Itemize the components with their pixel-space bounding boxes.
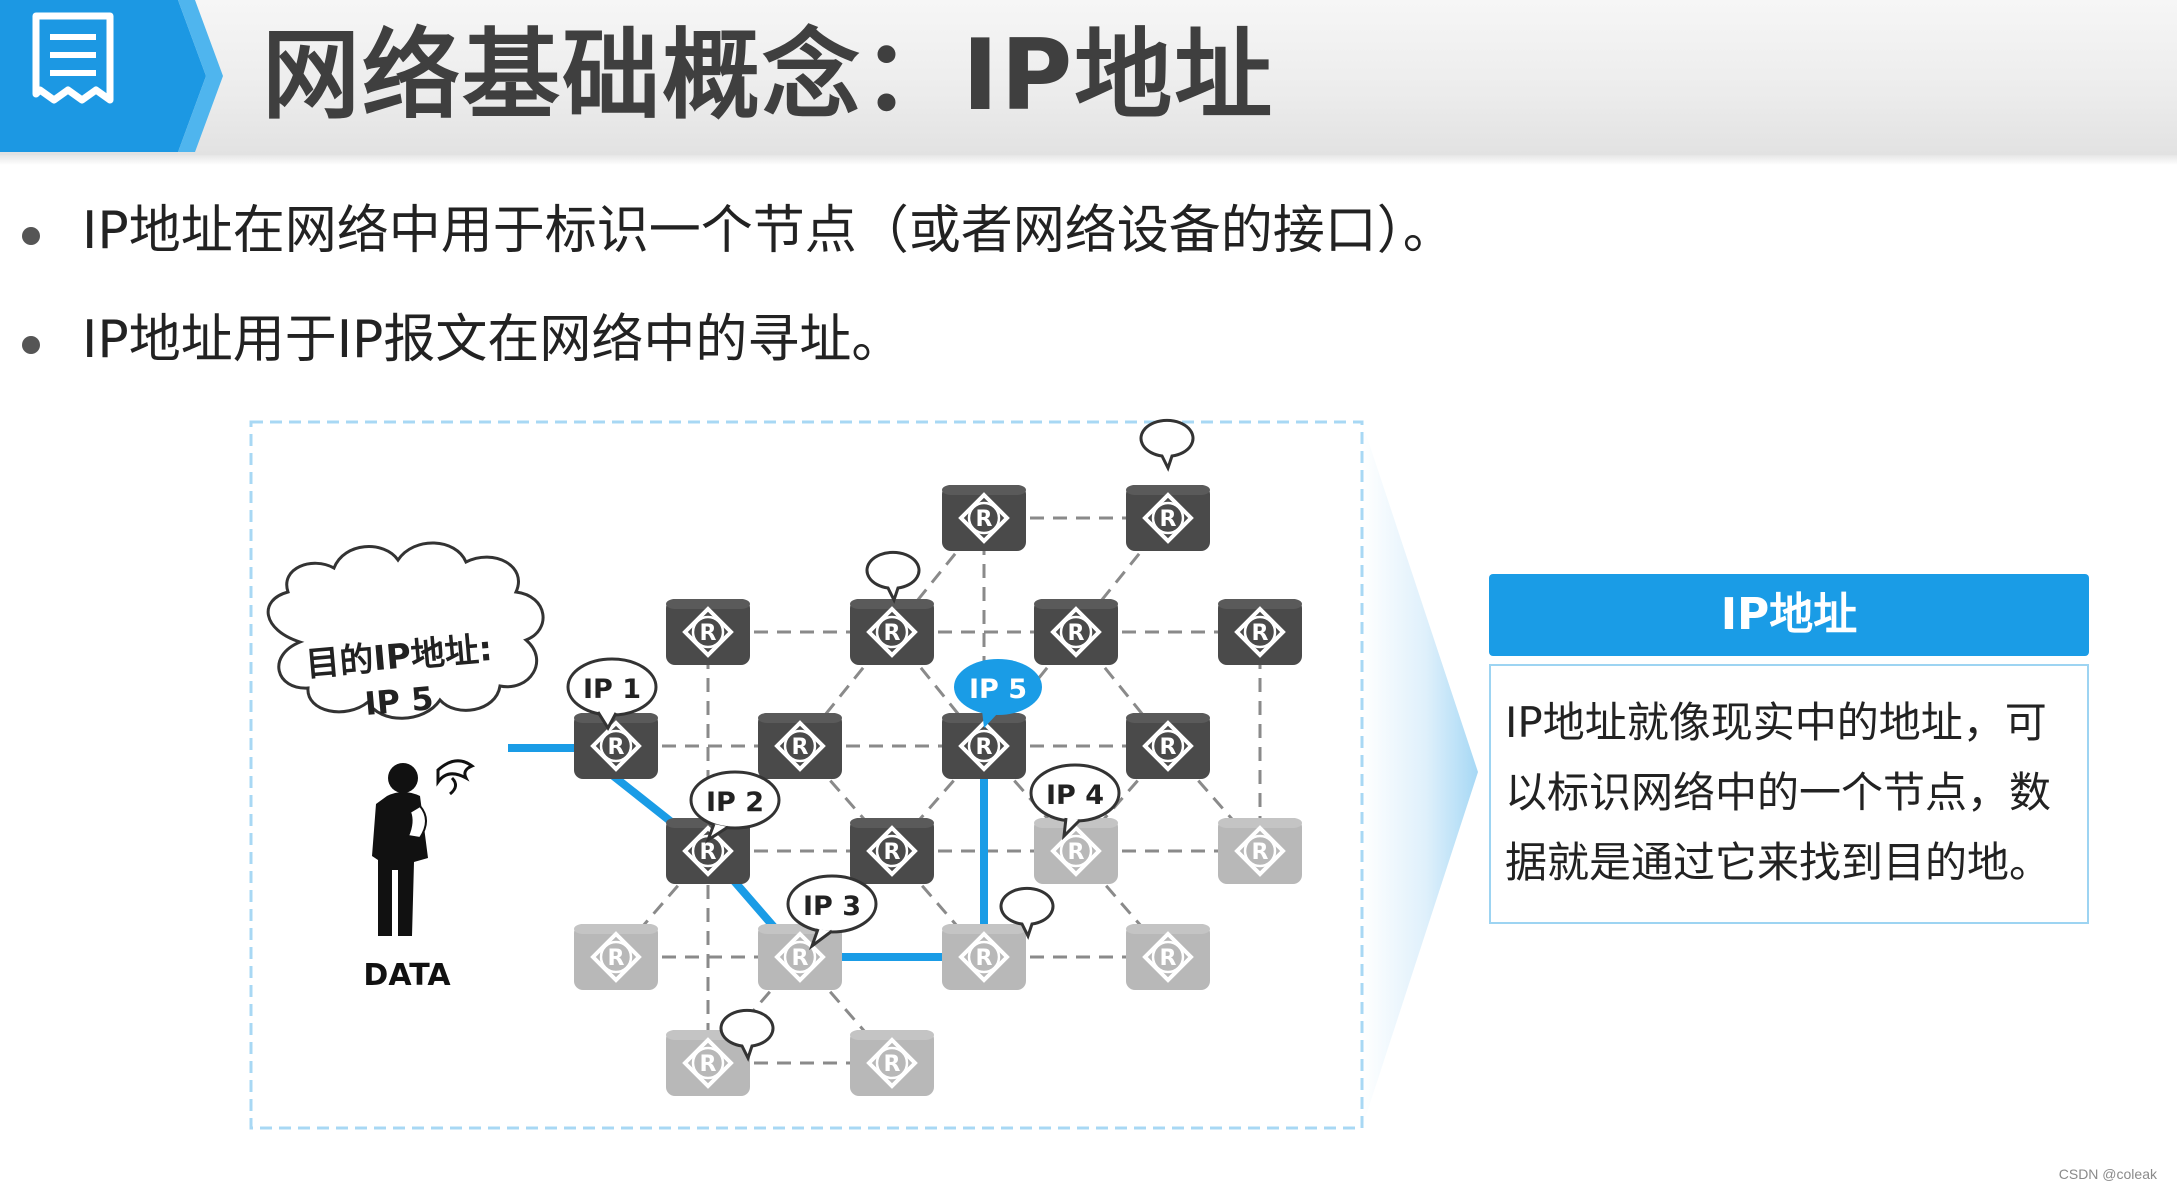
info-card-title: IP地址 [1489,574,2089,656]
router-icon [1032,597,1120,667]
page-title: 网络基础概念：IP地址 [262,19,1275,133]
router-icon [940,922,1028,992]
speech-bubble-icon [719,418,1195,1062]
router-icon [664,597,752,667]
router-icon [1124,922,1212,992]
ip-label-bubble: IP 2 [689,770,781,844]
thinking-person-icon [372,759,476,936]
router-icon [756,711,844,781]
ip2-label: IP 2 [706,787,764,818]
ip4-label: IP 4 [1046,780,1104,811]
bullet-text: IP地址在网络中用于标识一个节点（或者网络设备的接口）。 [82,201,1455,261]
document-list-icon [0,0,223,152]
router-icon [848,597,936,667]
bullet-item: IP地址在网络中用于标识一个节点（或者网络设备的接口）。 [0,191,2000,271]
watermark: CSDN @coleak [2058,1166,2157,1182]
bullet-dot [22,227,40,245]
bullet-dot [22,336,40,354]
router-icon [1216,597,1304,667]
sender-label: DATA [363,958,451,993]
router-icon [848,816,936,886]
callout-beam [1362,422,1478,1128]
bullet-item: IP地址用于IP报文在网络中的寻址。 [0,300,2000,380]
router-icon [848,1028,936,1098]
router-icon [1216,816,1304,886]
destination-value: IP 5 [363,679,435,723]
ip3-label: IP 3 [803,891,861,922]
router-icon [1124,483,1212,553]
header-band [0,0,2177,155]
router-icon [572,922,660,992]
thought-cloud: 目的IP地址: IP 5 [266,541,545,723]
router-icon [1032,816,1120,886]
ip-label-bubble: IP 4 [1029,763,1121,841]
info-card-body: IP地址就像现实中的地址，可以标识网络中的一个节点，数据就是通过它来找到目的地。 [1489,664,2089,924]
ip1-label: IP 1 [583,674,641,705]
ip5-label: IP 5 [969,674,1027,705]
router-icon [1124,711,1212,781]
router-icon [572,711,660,781]
ip-label-bubble-destination: IP 5 [954,659,1042,728]
data-path [508,744,988,961]
bullet-text: IP地址用于IP报文在网络中的寻址。 [82,310,904,370]
ip-label-bubble: IP 3 [786,874,878,951]
ip-label-bubble: IP 1 [566,657,658,731]
router-icon [940,483,1028,553]
header-shade [0,155,2177,165]
